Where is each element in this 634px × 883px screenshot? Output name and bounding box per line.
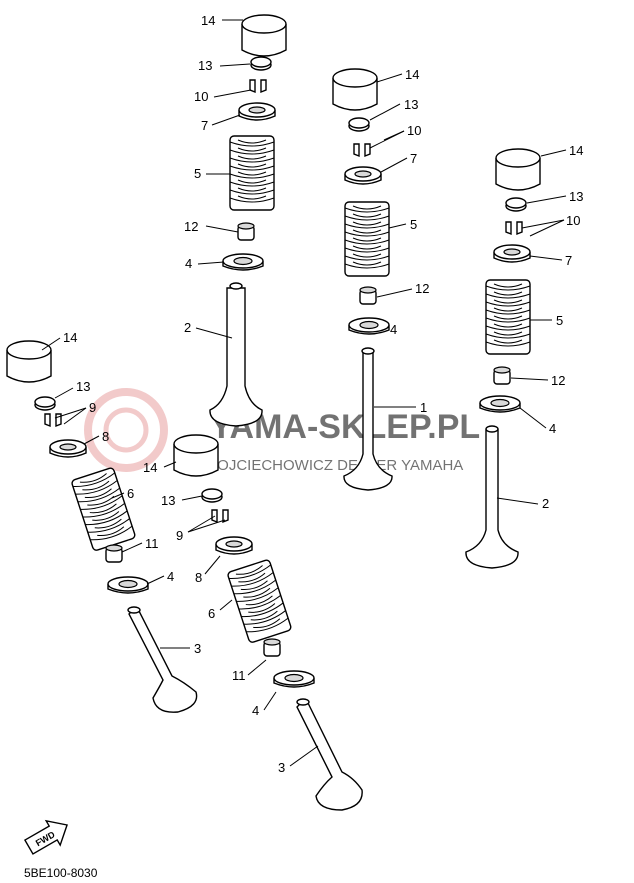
valve-icon: [296, 700, 363, 811]
callout-9: 9: [176, 528, 183, 543]
diagram-code: 5BE100-8030: [24, 866, 98, 880]
valve-lifter-icon: [173, 434, 219, 477]
valve-spring-icon: [226, 558, 293, 644]
leader-lines: [41, 19, 567, 767]
assembly-right: [465, 148, 541, 569]
callout-5: 5: [556, 313, 563, 328]
watermark: YAMA-SKLEP.PL WOJCIECHOWICZ DEALER YAMAH…: [84, 388, 480, 474]
callout-7: 7: [565, 253, 572, 268]
spring-retainer-icon: [344, 166, 382, 185]
callout-4: 4: [185, 256, 192, 271]
oil-seal-icon: [237, 222, 255, 241]
callout-11: 11: [232, 668, 246, 683]
watermark-logo-icon: [84, 388, 168, 472]
valve-cotter-icon: [249, 79, 267, 93]
callout-13: 13: [76, 379, 90, 394]
callout-10: 10: [194, 89, 208, 104]
valve-spring-icon: [344, 201, 390, 277]
valve-lifter-icon: [495, 148, 541, 191]
adjusting-pad-icon: [250, 56, 272, 71]
valve-icon: [343, 351, 393, 491]
callout-1: 1: [420, 400, 427, 415]
valve-icon: [465, 429, 519, 569]
callout-10: 10: [407, 123, 421, 138]
oil-seal-icon: [263, 638, 281, 657]
valve-spring-icon: [70, 466, 137, 552]
valve-spring-icon: [485, 279, 531, 355]
adjusting-pad-icon: [348, 117, 370, 132]
callout-13: 13: [161, 493, 175, 508]
valve-icon: [128, 608, 198, 713]
oil-seal-icon: [359, 286, 377, 305]
callout-10: 10: [566, 213, 580, 228]
callout-11: 11: [145, 536, 159, 551]
valve-cotter-icon: [44, 413, 62, 427]
spring-seat-icon: [222, 253, 264, 271]
adjusting-pad-icon: [201, 488, 223, 503]
callout-6: 6: [208, 606, 215, 621]
callout-12: 12: [415, 281, 429, 296]
adjusting-pad-icon: [34, 396, 56, 411]
watermark-dealer: WOJCIECHOWICZ DEALER YAMAHA: [203, 457, 463, 474]
valve-icon: [209, 287, 263, 427]
callout-14: 14: [201, 13, 215, 28]
callout-7: 7: [410, 151, 417, 166]
callout-4: 4: [549, 421, 556, 436]
callout-2: 2: [184, 320, 191, 335]
callout-13: 13: [404, 97, 418, 112]
fwd-arrow-icon: FWD: [23, 819, 68, 855]
valve-lifter-icon: [241, 14, 287, 57]
callout-4: 4: [252, 703, 259, 718]
spring-retainer-icon: [49, 439, 87, 458]
assembly-lower-middle: [173, 434, 363, 811]
callout-13: 13: [569, 189, 583, 204]
valve-lifter-icon: [332, 68, 378, 111]
spring-retainer-icon: [238, 102, 276, 121]
valve-cotter-icon: [353, 143, 371, 157]
callout-8: 8: [102, 429, 109, 444]
callout-2: 2: [542, 496, 549, 511]
valve-spring-icon: [229, 135, 275, 211]
callouts: 14 13 10 7 5 12 4 2 14 13 10 7 5 12 4 1 …: [63, 13, 583, 775]
assembly-upper-middle: [332, 68, 393, 491]
spring-seat-icon: [479, 395, 521, 413]
adjusting-pad-icon: [505, 197, 527, 212]
oil-seal-icon: [493, 366, 511, 385]
spring-retainer-icon: [215, 536, 253, 555]
callout-12: 12: [184, 219, 198, 234]
spring-retainer-icon: [493, 244, 531, 263]
valve-cotter-icon: [505, 221, 523, 235]
callout-14: 14: [143, 460, 157, 475]
assembly-upper-left: [209, 14, 287, 427]
callout-4: 4: [390, 322, 397, 337]
callout-13: 13: [198, 58, 212, 73]
callout-14: 14: [63, 330, 77, 345]
oil-seal-icon: [105, 544, 123, 563]
callout-14: 14: [405, 67, 419, 82]
callout-4: 4: [167, 569, 174, 584]
valve-lifter-icon: [6, 340, 52, 383]
spring-seat-icon: [107, 576, 149, 594]
spring-seat-icon: [273, 670, 315, 688]
spring-seat-icon: [348, 317, 390, 335]
callout-12: 12: [551, 373, 565, 388]
callout-14: 14: [569, 143, 583, 158]
callout-3: 3: [278, 760, 285, 775]
callout-9: 9: [89, 400, 96, 415]
callout-5: 5: [410, 217, 417, 232]
callout-8: 8: [195, 570, 202, 585]
callout-7: 7: [201, 118, 208, 133]
callout-6: 6: [127, 486, 134, 501]
assembly-lower-left: [6, 340, 198, 713]
callout-5: 5: [194, 166, 201, 181]
callout-3: 3: [194, 641, 201, 656]
